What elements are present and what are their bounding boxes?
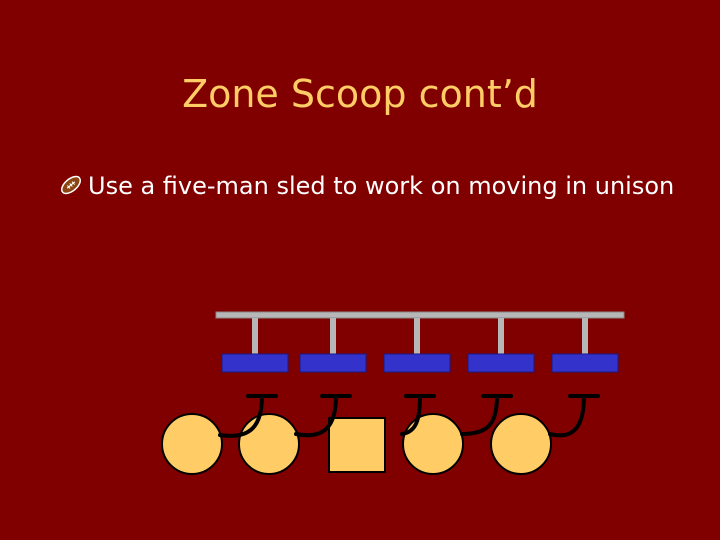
player-circle bbox=[238, 413, 300, 475]
sled-pad bbox=[467, 353, 535, 373]
football-icon bbox=[60, 175, 82, 195]
sled-frame-bar bbox=[215, 311, 625, 319]
bullet-item: Use a five-man sled to work on moving in… bbox=[58, 170, 678, 202]
block-path bbox=[400, 394, 422, 436]
sled-pads bbox=[221, 353, 619, 373]
sled-pad bbox=[221, 353, 289, 373]
block-path bbox=[294, 394, 338, 438]
bullet-text: Use a five-man sled to work on moving in… bbox=[88, 172, 675, 200]
player-circle bbox=[490, 413, 552, 475]
slide-title: Zone Scoop cont’d bbox=[182, 72, 538, 116]
sled-post bbox=[414, 318, 420, 354]
sled-post bbox=[252, 318, 258, 354]
player-circle bbox=[161, 413, 223, 475]
block-path bbox=[460, 394, 499, 436]
sled-post bbox=[498, 318, 504, 354]
sled-posts bbox=[252, 318, 588, 354]
sled-pad bbox=[299, 353, 367, 373]
sled-post bbox=[582, 318, 588, 354]
player-square bbox=[328, 417, 386, 473]
block-path bbox=[548, 394, 586, 438]
player-circle bbox=[402, 413, 464, 475]
sled-post bbox=[330, 318, 336, 354]
sled-pad bbox=[383, 353, 451, 373]
sled-pad bbox=[551, 353, 619, 373]
block-path bbox=[218, 394, 264, 438]
